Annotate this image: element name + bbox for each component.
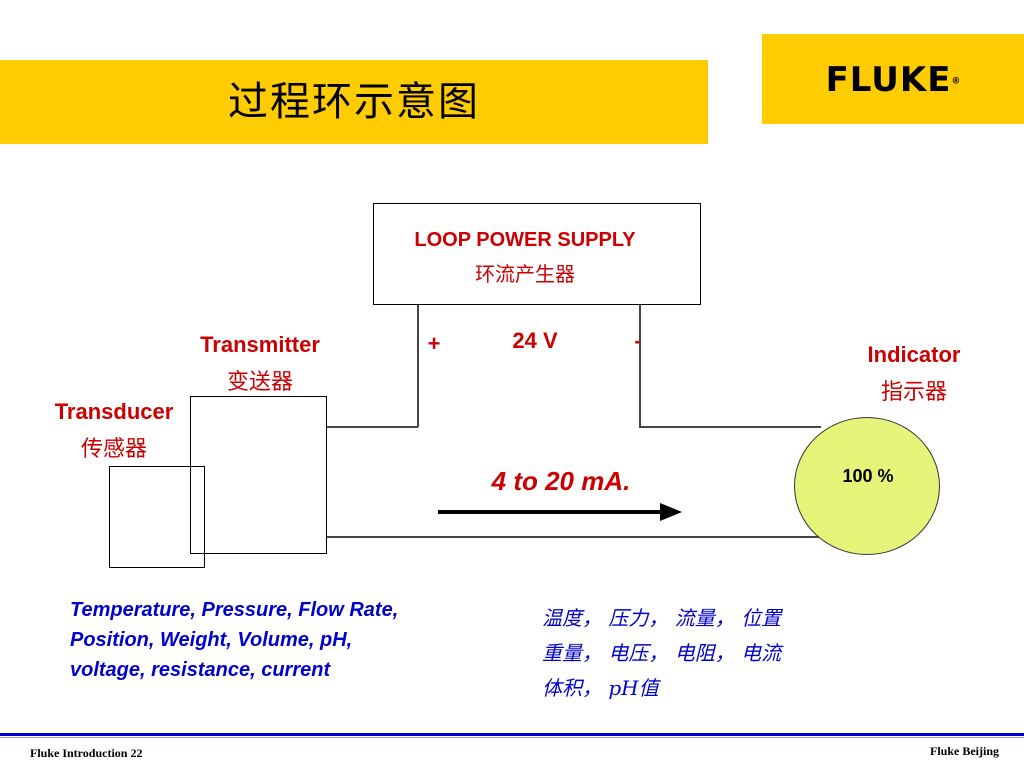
registered-mark: ®: [951, 76, 961, 87]
fluke-logo: FLUKE®: [762, 34, 1024, 124]
power-supply-label: LOOP POWER SUPPLY: [414, 229, 636, 251]
transducer-box: [109, 466, 205, 568]
measurements-english: Temperature, Pressure, Flow Rate, Positi…: [70, 595, 510, 685]
transmitter-label: Transmitter: [200, 332, 320, 357]
footer-right-text: Fluke Beijing: [930, 744, 1000, 758]
current-range-label: 4 to 20 mA.: [491, 466, 631, 496]
page-title: 过程环示意图: [228, 79, 480, 125]
footer-divider-shadow: [0, 737, 1024, 738]
current-flow-arrow: [438, 503, 682, 521]
wire-positive-horizontal: [326, 426, 418, 428]
negative-terminal: -: [634, 328, 642, 353]
wire-negative-vertical: [639, 305, 641, 427]
power-supply-label-cn: 环流产生器: [475, 262, 575, 286]
indicator-reading: 100 %: [842, 466, 894, 486]
wire-positive-vertical: [417, 305, 419, 427]
logo-text: FLUKE: [825, 60, 952, 100]
indicator-label: Indicator: [867, 342, 961, 367]
footer-divider: [0, 733, 1024, 736]
positive-terminal: +: [427, 331, 441, 356]
measurement-line-cn: 温度， 压力， 流量， 位置: [542, 606, 782, 630]
transmitter-label-cn: 变送器: [226, 370, 293, 395]
measurements-chinese: 温度， 压力， 流量， 位置 重量， 电压， 电阻， 电流 体积， pH值: [542, 601, 872, 706]
power-supply-box: [373, 203, 701, 305]
indicator-meter: [794, 417, 940, 555]
measurement-line-cn: 重量， 电压， 电阻， 电流: [542, 641, 782, 665]
measurement-line-cn: 体积， pH值: [542, 676, 659, 700]
indicator-label-cn: 指示器: [880, 380, 947, 405]
transducer-label: Transducer: [54, 399, 174, 424]
wire-negative-horizontal: [639, 426, 821, 428]
title-bar: [0, 60, 708, 144]
footer-left-text: Fluke Introduction 22: [30, 746, 143, 760]
supply-voltage: 24 V: [512, 328, 558, 353]
logo-background: [762, 34, 1024, 124]
wire-return: [326, 536, 846, 538]
measurement-line: voltage, resistance, current: [70, 659, 331, 681]
transducer-label-cn: 传感器: [80, 437, 147, 462]
transmitter-box: [190, 396, 327, 554]
measurement-line: Position, Weight, Volume, pH,: [70, 629, 353, 651]
measurement-line: Temperature, Pressure, Flow Rate,: [70, 599, 399, 621]
arrow-head: [660, 503, 682, 521]
